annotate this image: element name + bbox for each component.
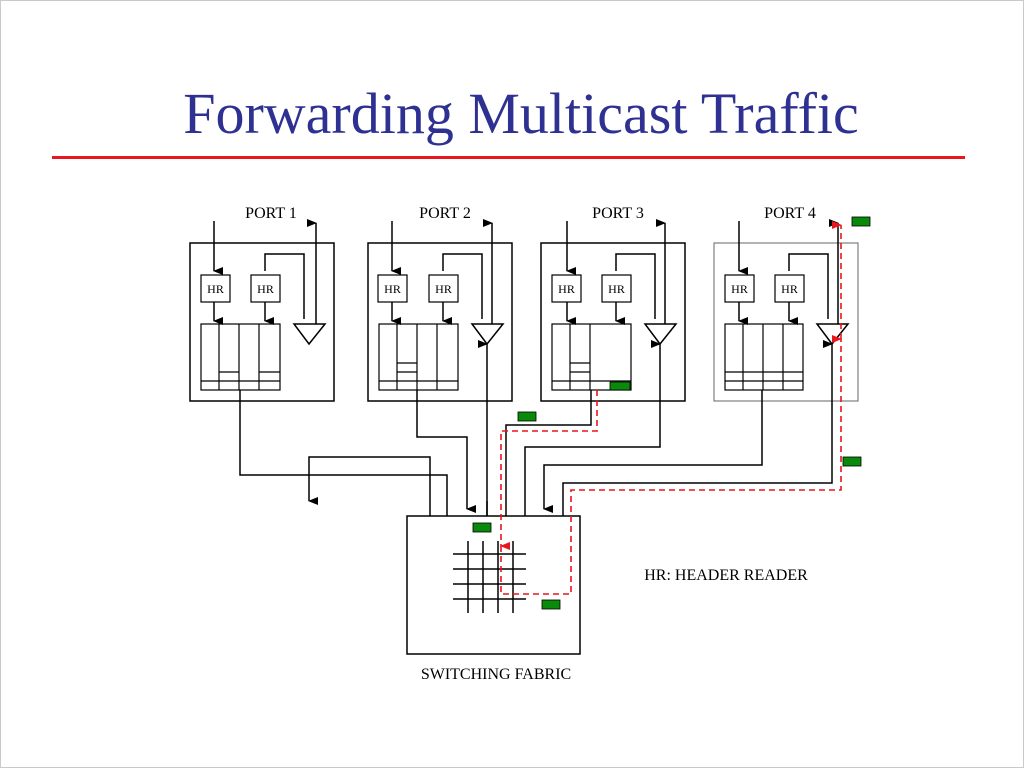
port-1-buffer bbox=[200, 323, 281, 391]
packet-port4-output bbox=[851, 216, 871, 227]
port-1-box bbox=[189, 242, 335, 402]
title-underline bbox=[52, 156, 965, 159]
wire-port1-in bbox=[308, 456, 431, 516]
port-4-header-reader-left bbox=[724, 274, 755, 303]
wire-port2-out bbox=[416, 390, 476, 513]
port-3-loop-wire bbox=[615, 253, 656, 319]
crossbar-grid bbox=[453, 541, 526, 613]
wire-port3-in bbox=[524, 340, 661, 516]
port-4-buffer bbox=[724, 323, 804, 391]
switching-fabric-label: SWITCHING FABRIC bbox=[421, 666, 571, 683]
port-4: PORT 4 HR HR bbox=[713, 205, 859, 402]
port-4-hr-right-label: HR bbox=[781, 282, 798, 296]
port-2-label: PORT 2 bbox=[419, 205, 471, 222]
packet-to-port4 bbox=[842, 456, 862, 467]
port-1-hr-right-label: HR bbox=[257, 282, 274, 296]
port-2-buffer bbox=[378, 323, 459, 391]
packets bbox=[472, 216, 871, 610]
port-2: PORT 2 HR HR bbox=[367, 205, 513, 402]
port-4-hr-left-label: HR bbox=[731, 282, 748, 296]
wire-port3-out bbox=[505, 390, 592, 516]
port-3-queued-packet bbox=[609, 381, 631, 391]
port-3-hr-right-label: HR bbox=[608, 282, 625, 296]
port-2-loop-wire bbox=[442, 253, 483, 319]
legend-header-reader: HR: HEADER READER bbox=[644, 567, 808, 584]
multicast-path-to-fabric bbox=[500, 390, 598, 550]
port-4-header-reader-right bbox=[774, 274, 805, 303]
port-2-box bbox=[367, 242, 513, 402]
port-1-loop-wire bbox=[264, 253, 305, 319]
port-2-output-amplifier bbox=[470, 323, 505, 346]
port-1-header-reader-left bbox=[200, 274, 231, 303]
multicast-path bbox=[500, 221, 842, 595]
port-2-hr-right-label: HR bbox=[435, 282, 452, 296]
port-4-loop-wire bbox=[788, 253, 829, 319]
port-3-buffer bbox=[551, 323, 632, 391]
switching-fabric: SWITCHING FABRIC bbox=[406, 515, 581, 683]
port-4-label: PORT 4 bbox=[764, 205, 816, 222]
packet-leaving-port3 bbox=[517, 411, 537, 422]
port-3-output-amplifier bbox=[643, 323, 678, 346]
port-3-header-reader-left bbox=[551, 274, 582, 303]
port-1-output-amplifier bbox=[292, 323, 327, 346]
fabric-wires bbox=[239, 340, 833, 516]
port-1: PORT 1 HR HR bbox=[189, 205, 335, 402]
packet-leaving-fabric bbox=[541, 599, 561, 610]
switching-fabric-box bbox=[406, 515, 581, 655]
slide-title: Forwarding Multicast Traffic bbox=[183, 81, 859, 146]
port-3-hr-left-label: HR bbox=[558, 282, 575, 296]
port-4-box bbox=[713, 242, 859, 402]
port-2-hr-left-label: HR bbox=[384, 282, 401, 296]
port-1-label: PORT 1 bbox=[245, 205, 297, 222]
port-3: PORT 3 HR HR bbox=[540, 205, 686, 402]
port-3-box bbox=[540, 242, 686, 402]
packet-entering-fabric bbox=[472, 522, 492, 533]
port-2-header-reader-right bbox=[428, 274, 459, 303]
port-3-label: PORT 3 bbox=[592, 205, 644, 222]
wire-port1-out bbox=[239, 390, 448, 516]
wire-port4-in bbox=[562, 340, 833, 516]
port-4-output-amplifier bbox=[815, 323, 850, 346]
port-1-hr-left-label: HR bbox=[207, 282, 224, 296]
multicast-path-to-port4 bbox=[500, 335, 842, 595]
port-2-header-reader-left bbox=[377, 274, 408, 303]
wire-port4-out bbox=[543, 390, 763, 513]
